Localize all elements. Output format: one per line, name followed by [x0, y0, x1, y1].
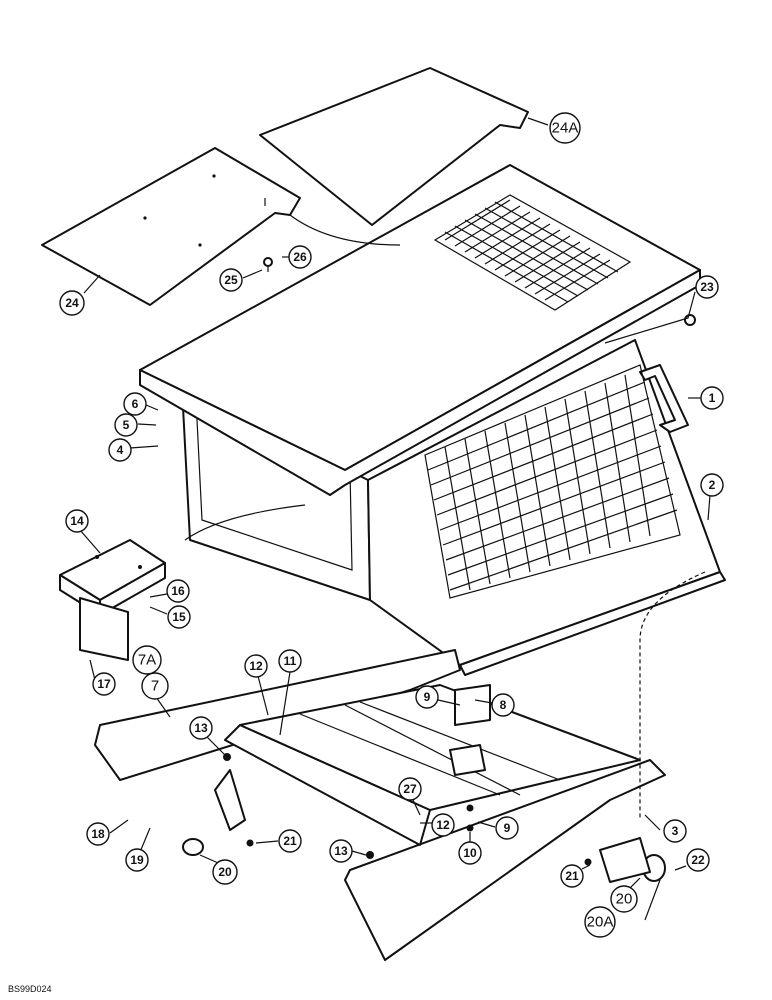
svg-text:1: 1	[709, 391, 716, 405]
svg-text:17: 17	[97, 677, 111, 691]
callout-24a: 24A	[549, 112, 581, 144]
callout-7a: 7A	[132, 645, 162, 675]
hood-body	[139, 164, 726, 676]
callout-10: 10	[458, 841, 482, 865]
callout-20a: 20A	[584, 906, 616, 938]
callout-13-lower: 13	[329, 839, 353, 863]
callout-11: 11	[278, 649, 302, 673]
top-cover-panel-24	[41, 147, 301, 306]
callouts: 24A 24 26 25 23 1 6 5 4 2 14 16 15 7A 7 …	[59, 112, 724, 938]
callout-21-left: 21	[278, 829, 302, 853]
svg-text:19: 19	[130, 853, 144, 867]
callout-3: 3	[663, 819, 687, 843]
svg-text:20: 20	[616, 891, 633, 908]
callout-5: 5	[114, 413, 138, 437]
callout-26: 26	[288, 245, 312, 269]
svg-text:8: 8	[500, 698, 507, 712]
svg-text:13: 13	[334, 844, 348, 858]
svg-text:2: 2	[709, 478, 716, 492]
svg-text:18: 18	[91, 827, 105, 841]
callout-22: 22	[686, 848, 710, 872]
hardware	[182, 257, 696, 883]
callout-24: 24	[59, 290, 85, 316]
svg-text:16: 16	[171, 584, 185, 598]
svg-text:27: 27	[403, 782, 417, 796]
figure-id: BS99D024	[8, 984, 52, 994]
callout-25: 25	[219, 268, 243, 292]
svg-text:12: 12	[249, 659, 263, 673]
callout-12-lower: 12	[431, 813, 455, 837]
svg-text:24A: 24A	[552, 120, 579, 137]
svg-text:6: 6	[132, 397, 139, 411]
svg-text:9: 9	[504, 821, 511, 835]
callout-19: 19	[125, 848, 149, 872]
svg-text:7A: 7A	[138, 652, 156, 669]
callout-15: 15	[167, 605, 191, 629]
callout-17: 17	[92, 672, 116, 696]
svg-text:25: 25	[224, 273, 238, 287]
svg-text:23: 23	[700, 280, 714, 294]
callout-20-right: 20	[610, 885, 638, 913]
svg-text:10: 10	[463, 846, 477, 860]
leader-lines	[79, 117, 711, 921]
svg-text:24: 24	[65, 296, 79, 310]
svg-text:5: 5	[123, 418, 130, 432]
svg-text:21: 21	[283, 834, 297, 848]
callout-14: 14	[65, 509, 89, 533]
callout-13-upper: 13	[189, 716, 213, 740]
callout-1: 1	[700, 386, 724, 410]
callout-27: 27	[398, 777, 422, 801]
callout-7: 7	[141, 672, 169, 700]
callout-9-upper: 9	[415, 685, 439, 709]
svg-text:13: 13	[194, 721, 208, 735]
svg-text:15: 15	[172, 610, 186, 624]
svg-text:21: 21	[565, 869, 579, 883]
callout-4: 4	[108, 438, 132, 462]
base-frame-assembly	[94, 649, 666, 961]
svg-text:4: 4	[117, 443, 124, 457]
svg-text:12: 12	[436, 818, 450, 832]
callout-21-right: 21	[560, 864, 584, 888]
callout-23: 23	[695, 275, 719, 299]
callout-16: 16	[166, 579, 190, 603]
svg-text:20A: 20A	[587, 914, 614, 931]
svg-text:26: 26	[293, 250, 307, 264]
svg-text:9: 9	[424, 690, 431, 704]
svg-text:22: 22	[691, 853, 705, 867]
callout-2: 2	[700, 473, 724, 497]
svg-text:11: 11	[284, 654, 297, 668]
svg-text:7: 7	[151, 678, 159, 695]
callout-9-lower: 9	[495, 816, 519, 840]
top-cover-panel-24a	[259, 67, 529, 226]
svg-text:14: 14	[70, 514, 84, 528]
callout-12-upper: 12	[244, 654, 268, 678]
svg-text:3: 3	[672, 824, 679, 838]
callout-6: 6	[123, 392, 147, 416]
callout-8: 8	[491, 693, 515, 717]
callout-20-left: 20	[212, 859, 238, 885]
box-14	[59, 539, 166, 661]
callout-18: 18	[86, 822, 110, 846]
svg-text:20: 20	[218, 865, 232, 879]
